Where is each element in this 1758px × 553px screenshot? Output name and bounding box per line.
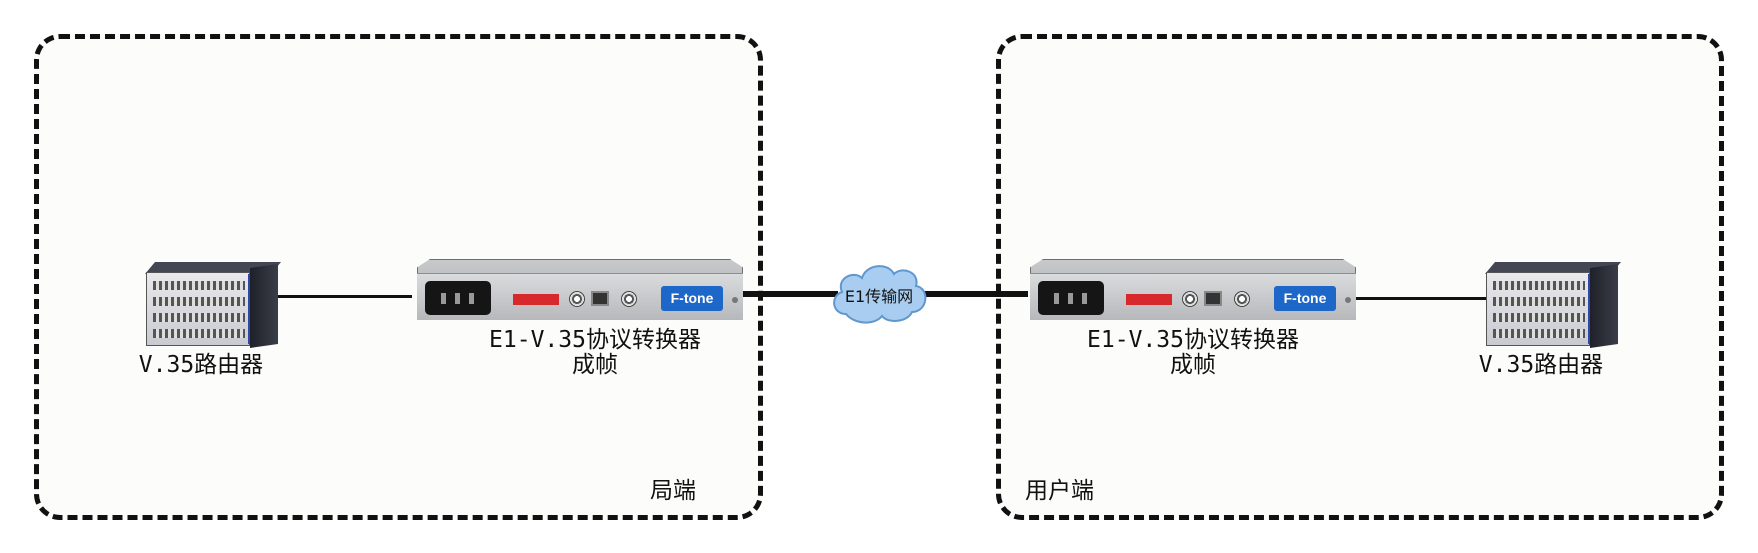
user-side-label: 用户端 (1025, 478, 1094, 504)
router-right (1480, 262, 1622, 348)
dip-switch-icon (1126, 294, 1172, 305)
router-right-label: V.35路由器 (1478, 352, 1604, 378)
central-office-label: 局端 (650, 478, 696, 504)
rj45-port-icon (591, 291, 609, 306)
power-socket-icon (425, 281, 491, 315)
router-icon (146, 272, 250, 346)
cable-converter-to-router-right (1352, 297, 1494, 300)
power-socket-icon (1038, 281, 1104, 315)
router-left (140, 262, 282, 348)
bnc-connector-icon (621, 291, 637, 307)
converter-right: F-tone (1030, 259, 1356, 320)
converter-left-label-line1: E1-V.35协议转换器 (489, 327, 701, 353)
cable-router-to-converter-left (270, 295, 412, 298)
cable-network-to-converter-right (920, 291, 1028, 297)
brand-badge: F-tone (661, 286, 723, 311)
converter-right-label-line2: 成帧 (1170, 352, 1216, 378)
cable-converter-left-to-network (738, 291, 838, 297)
converter-left-label-line2: 成帧 (572, 352, 618, 378)
dip-switch-icon (513, 294, 559, 305)
converter-left: F-tone (417, 259, 743, 320)
converter-right-label-line1: E1-V.35协议转换器 (1087, 327, 1299, 353)
brand-badge: F-tone (1274, 286, 1336, 311)
rj45-port-icon (1204, 291, 1222, 306)
bnc-connector-icon (1234, 291, 1250, 307)
cloud-icon (833, 265, 927, 324)
bnc-connector-icon (1182, 291, 1198, 307)
router-icon (1486, 272, 1590, 346)
bnc-connector-icon (569, 291, 585, 307)
router-left-label: V.35路由器 (138, 352, 264, 378)
